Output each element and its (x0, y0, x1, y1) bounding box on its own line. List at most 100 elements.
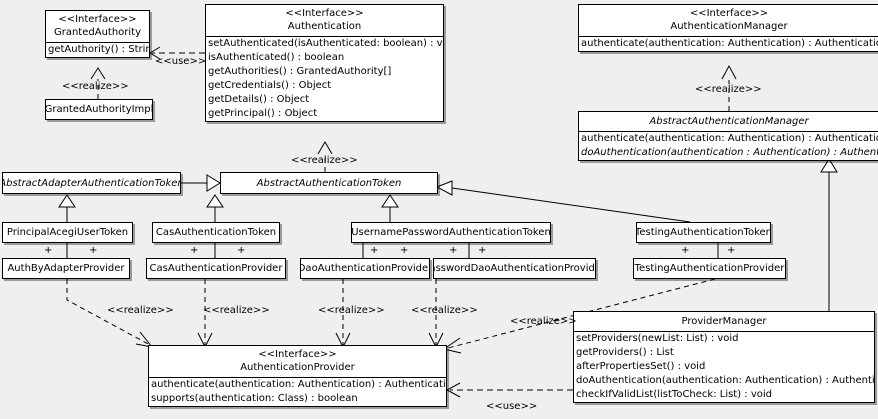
arrow-realize-authenticationmanager (721, 64, 737, 80)
class-provider-manager[interactable]: ProviderManager setProviders(newList: Li… (573, 311, 875, 403)
class-header-granted-authority: <<Interface>> GrantedAuthority (46, 11, 149, 42)
operations-granted-authority: getAuthority() : String (46, 43, 149, 57)
operations-abstract-authentication-manager: authenticate(authentication: Authenticat… (579, 132, 878, 160)
multiplicity-marker: + (727, 245, 736, 256)
operation: authenticate(authentication: Authenticat… (151, 379, 447, 390)
edge-label-realize-authentication-manager: <<realize>> (695, 84, 762, 95)
operation: getAuthority() : String (48, 44, 150, 55)
edge-label-realize-auth-by-adapter: <<realize>> (107, 305, 174, 316)
arrow-extends-aat-upat (381, 194, 399, 208)
class-name-abstract-authentication-token: AbstractAuthenticationToken (256, 177, 402, 189)
class-granted-authority[interactable]: <<Interface>> GrantedAuthority getAuthor… (45, 10, 150, 58)
arrow-extends-abstractauthenticationtoken-left (206, 174, 221, 192)
class-name-cas-authentication-token: CasAuthenticationToken (155, 227, 277, 238)
edge-label-use-granted-authority: <<use>> (155, 56, 207, 67)
class-name-testing-authentication-token: TestingAuthenticationToken (636, 227, 771, 238)
class-header-authentication: <<Interface>> Authentication (206, 5, 443, 36)
class-name-abstract-adapter-authentication-token: AbstractAdapterAuthenticationToken (2, 177, 181, 189)
operation: getCredentials() : Object (208, 80, 332, 91)
multiplicity-marker: + (370, 245, 379, 256)
class-testing-authentication-provider[interactable]: TestingAuthenticationProvider (633, 258, 786, 279)
class-name-password-dao-authentication-provider: PasswordDaoAuthenticationProvider (433, 263, 595, 274)
divider (46, 42, 149, 43)
stereotype-interface: <<Interface>> (285, 8, 364, 19)
class-authentication-provider[interactable]: <<Interface>> AuthenticationProvider aut… (148, 345, 447, 407)
class-granted-authority-impl[interactable]: GrantedAuthorityImpl (45, 99, 153, 120)
class-header-provider-manager: ProviderManager (574, 312, 874, 331)
stereotype-interface: <<Interface>> (58, 14, 137, 25)
edge-label-realize-authentication: <<realize>> (291, 155, 358, 166)
edge-label-realize-cas: <<realize>> (203, 305, 270, 316)
class-name-provider-manager: ProviderManager (681, 316, 767, 327)
class-cas-authentication-token[interactable]: CasAuthenticationToken (152, 222, 280, 243)
arrow-extends-aat-cas (206, 194, 224, 208)
class-name-cas-authentication-provider: CasAuthenticationProvider (149, 263, 283, 274)
divider (574, 331, 874, 332)
operation: authenticate(authentication: Authenticat… (581, 38, 878, 49)
class-name-testing-authentication-provider: TestingAuthenticationProvider (634, 263, 785, 274)
operation: setAuthenticated(isAuthenticated: boolea… (208, 38, 444, 49)
multiplicity-marker: + (190, 245, 199, 256)
divider (206, 36, 443, 37)
operations-authentication-provider: authenticate(authentication: Authenticat… (149, 378, 446, 406)
operations-provider-manager: setProviders(newList: List) : void getPr… (574, 332, 874, 402)
edge-label-use-provider-manager: <<use>> (486, 401, 538, 412)
operations-authentication-manager: authenticate(authentication: Authenticat… (579, 37, 878, 51)
multiplicity-marker: + (44, 245, 53, 256)
edge-label-realize-password-dao: <<realize>> (411, 305, 478, 316)
divider (149, 377, 446, 378)
class-testing-authentication-token[interactable]: TestingAuthenticationToken (636, 222, 771, 243)
multiplicity-marker: + (400, 245, 409, 256)
operation: afterPropertiesSet() : void (576, 361, 706, 372)
arrow-extends-abstractadapter (58, 194, 76, 208)
class-header-authentication-provider: <<Interface>> AuthenticationProvider (149, 346, 446, 377)
arrow-realize-grantedauthority (90, 67, 106, 80)
multiplicity-marker: + (237, 245, 246, 256)
class-header-abstract-authentication-manager: AbstractAuthenticationManager (579, 112, 878, 131)
operation: isAuthenticated() : boolean (208, 52, 345, 63)
class-name-authentication: Authentication (287, 21, 362, 32)
class-principal-acegi-user-token[interactable]: PrincipalAcegiUserToken (2, 222, 133, 243)
class-abstract-authentication-manager[interactable]: AbstractAuthenticationManager authentica… (578, 111, 878, 161)
arrow-use-authenticationprovider (445, 382, 461, 398)
class-cas-authentication-provider[interactable]: CasAuthenticationProvider (146, 258, 286, 279)
class-name-granted-authority: GrantedAuthority (53, 27, 142, 38)
class-authentication-manager[interactable]: <<Interface>> AuthenticationManager auth… (578, 4, 878, 52)
operation: getAuthorities() : GrantedAuthority[] (208, 66, 392, 77)
multiplicity-marker: + (478, 245, 487, 256)
arrow-realize-authentication (317, 141, 333, 155)
divider (579, 36, 878, 37)
edge-label-realize-dao: <<realize>> (318, 305, 385, 316)
operation: doAuthentication(authentication: Authent… (576, 375, 875, 386)
operation: getProviders() : List (576, 347, 674, 358)
operations-authentication: setAuthenticated(isAuthenticated: boolea… (206, 37, 443, 121)
class-name-principal-acegi-user-token: PrincipalAcegiUserToken (6, 227, 129, 238)
class-abstract-adapter-authentication-token[interactable]: AbstractAdapterAuthenticationToken (2, 172, 181, 194)
operation: getPrincipal() : Object (208, 108, 318, 119)
operation: getDetails() : Object (208, 94, 310, 105)
stereotype-interface: <<Interface>> (689, 8, 769, 19)
operation: doAuthentication(authentication : Authen… (581, 147, 878, 158)
operation: authenticate(authentication: Authenticat… (581, 133, 878, 144)
class-auth-by-adapter-provider[interactable]: AuthByAdapterProvider (2, 258, 130, 279)
operation: supports(authentication: Class) : boolea… (151, 393, 358, 404)
class-name-authentication-manager: AuthenticationManager (670, 21, 788, 32)
class-authentication[interactable]: <<Interface>> Authentication setAuthenti… (205, 4, 444, 122)
class-name-username-password-authentication-token: UsernamePasswordAuthenticationToken (351, 227, 551, 238)
class-name-auth-by-adapter-provider: AuthByAdapterProvider (7, 263, 125, 274)
multiplicity-marker: + (681, 245, 690, 256)
class-password-dao-authentication-provider[interactable]: PasswordDaoAuthenticationProvider (433, 258, 596, 279)
class-username-password-authentication-token[interactable]: UsernamePasswordAuthenticationToken (351, 222, 551, 243)
class-name-granted-authority-impl: GrantedAuthorityImpl (45, 104, 153, 115)
class-name-abstract-authentication-manager: AbstractAuthenticationManager (649, 116, 809, 127)
divider (579, 131, 878, 132)
class-name-authentication-provider: AuthenticationProvider (240, 362, 355, 373)
class-header-authentication-manager: <<Interface>> AuthenticationManager (579, 5, 878, 36)
class-dao-authentication-provider[interactable]: DaoAuthenticationProvider (300, 258, 430, 279)
arrow-extends-aat-testing (435, 180, 453, 196)
operation: setProviders(newList: List) : void (576, 333, 739, 344)
multiplicity-marker: + (89, 245, 98, 256)
operation: checkIfValidList(listToCheck: List) : vo… (576, 389, 773, 400)
edge-label-realize-testing: <<realize>> (510, 316, 577, 327)
class-abstract-authentication-token[interactable]: AbstractAuthenticationToken (220, 172, 438, 194)
